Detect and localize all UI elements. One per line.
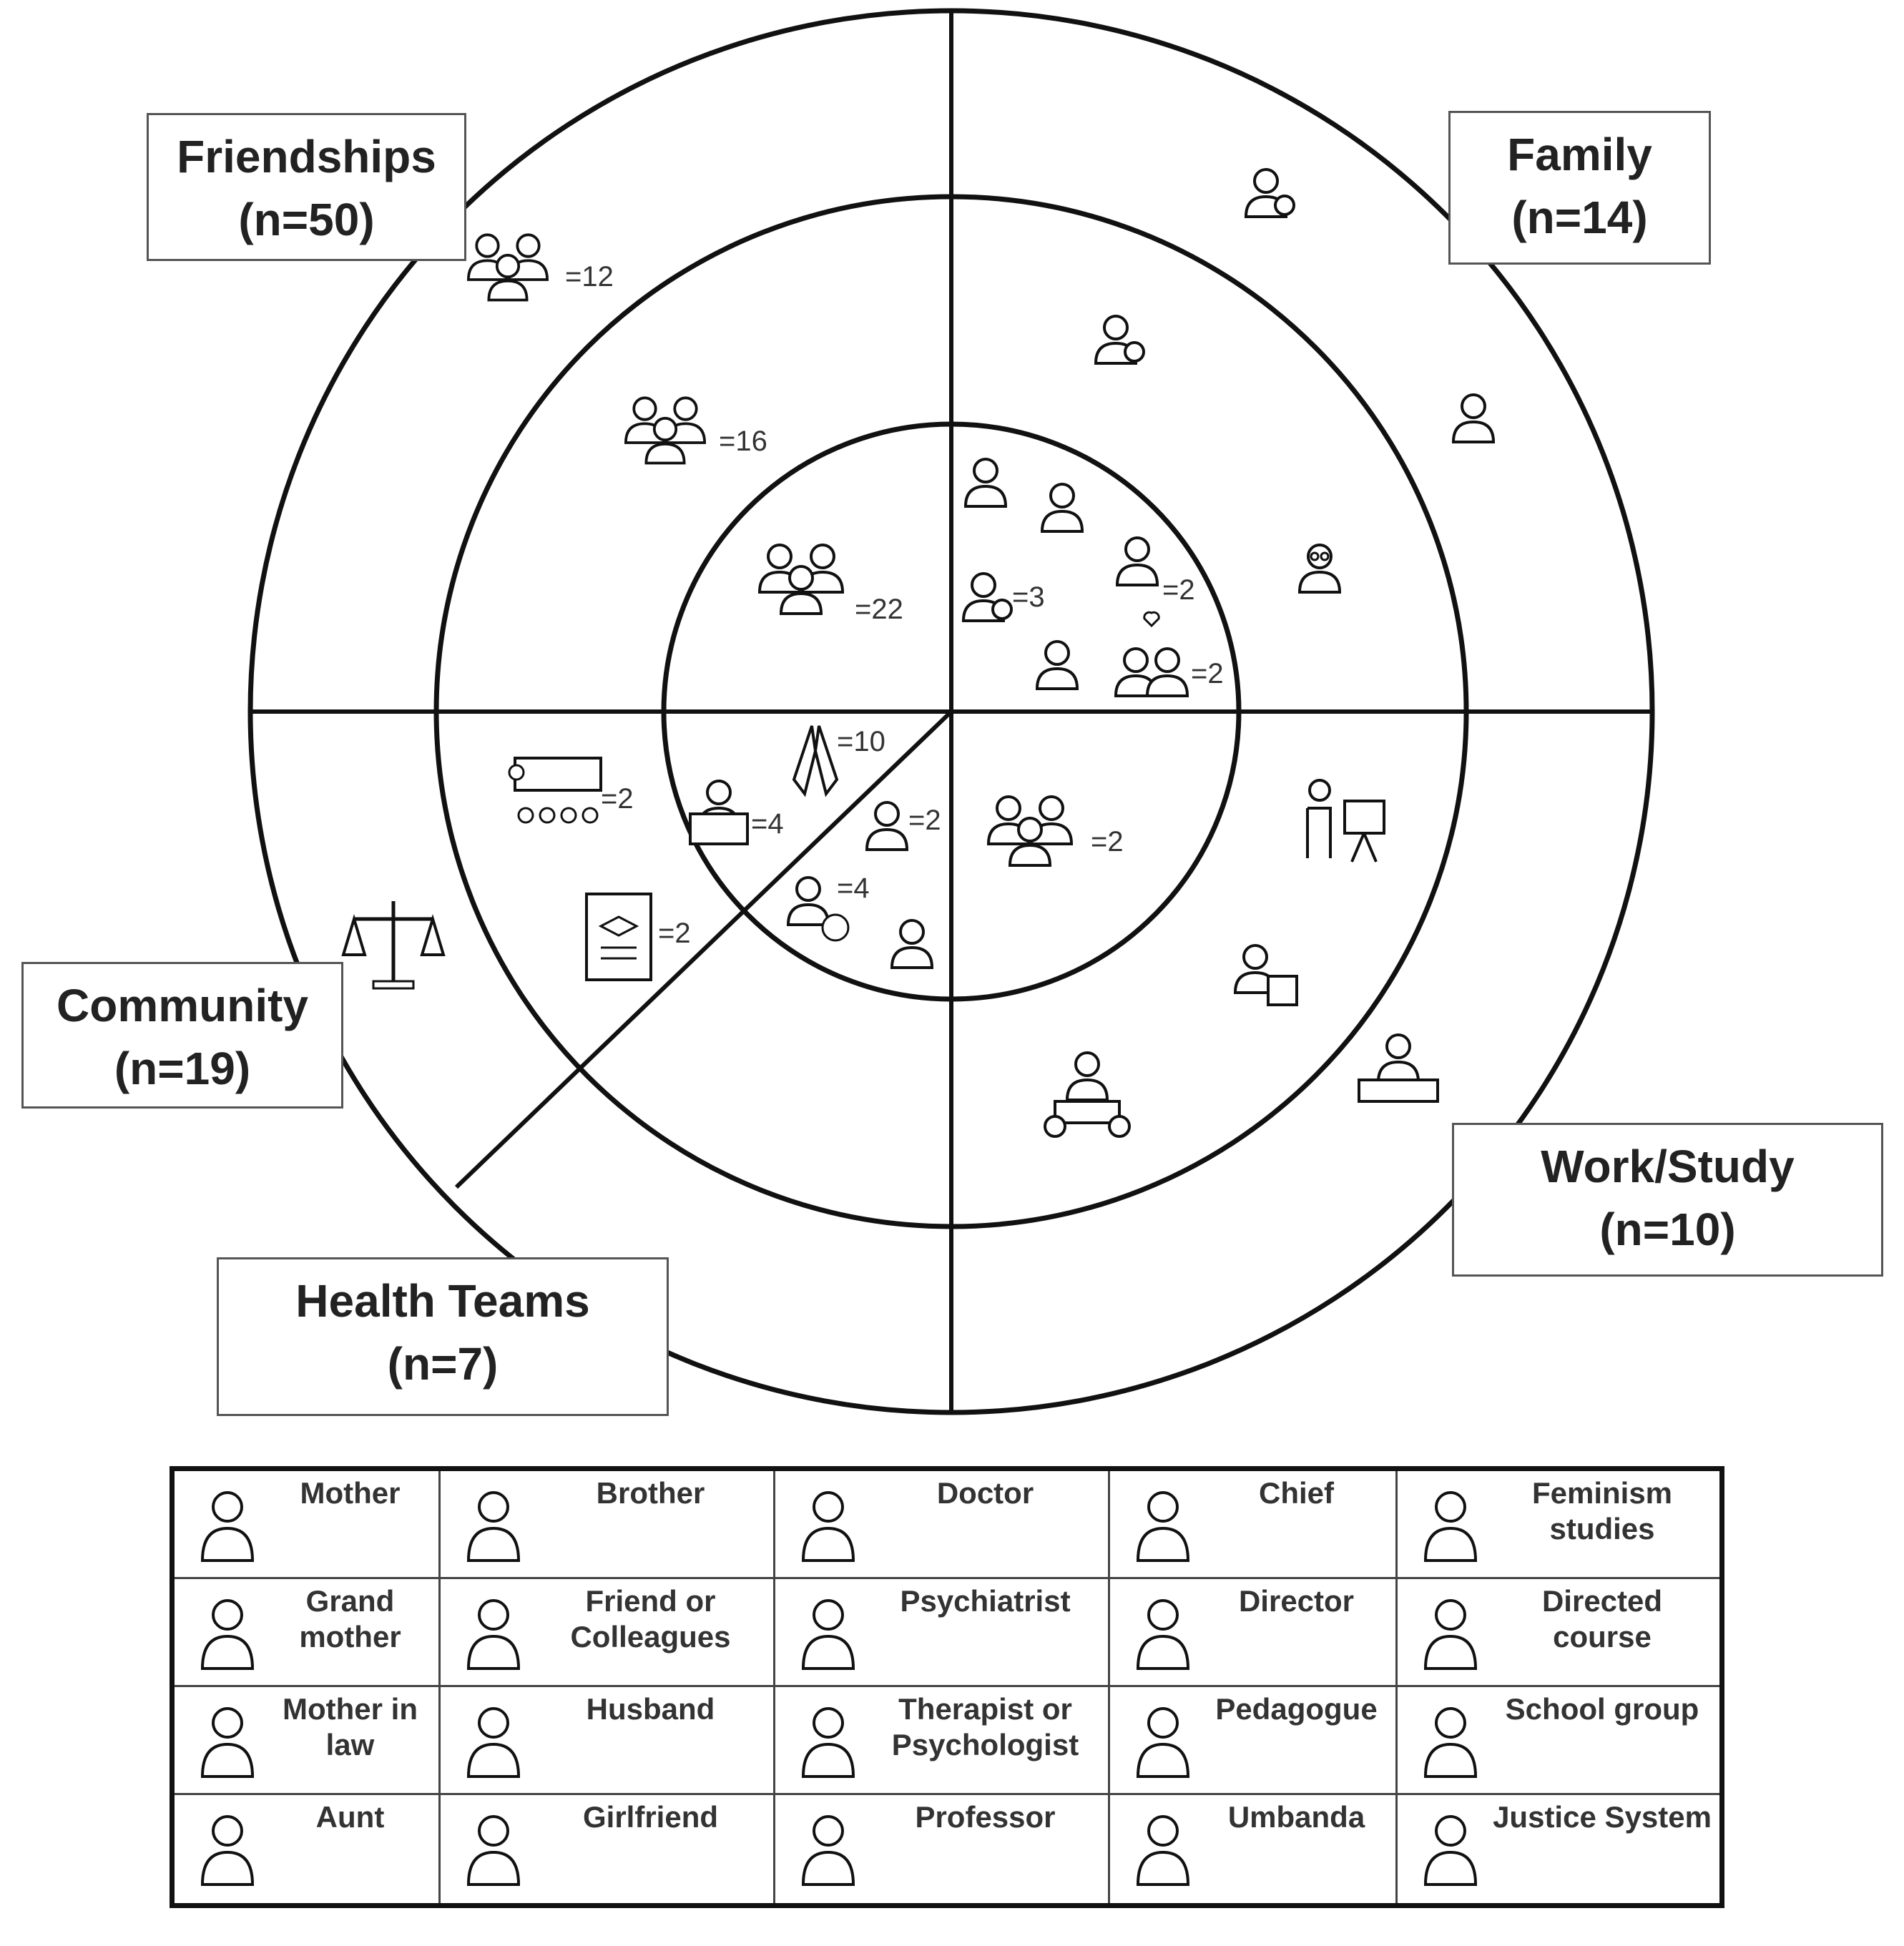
- friendships-count: (n=50): [238, 194, 375, 245]
- feminism-studies-icon: [689, 780, 749, 845]
- school-group-icon: [585, 893, 652, 981]
- professor-icon: [1306, 779, 1385, 863]
- community-count: (n=19): [114, 1043, 251, 1094]
- count-directed-course: =2: [601, 783, 634, 815]
- count-feminism: =4: [751, 808, 784, 840]
- legend-cell: Director: [1110, 1579, 1398, 1687]
- work-study-count: (n=10): [1599, 1204, 1736, 1255]
- legend-cell: Psychiatrist: [775, 1579, 1110, 1687]
- friendships-title: Friendships: [177, 131, 436, 182]
- legend-label: Friend or Colleagues: [570, 1584, 731, 1653]
- grandmother-icon: [1298, 544, 1341, 594]
- legend-cell: Husband: [441, 1687, 775, 1795]
- community-label: Community (n=19): [21, 962, 343, 1109]
- umbanda-icon: [792, 725, 839, 797]
- family-label: Family (n=14): [1448, 111, 1711, 265]
- community-title: Community: [57, 980, 308, 1031]
- count-mother-inner: =3: [1012, 581, 1045, 613]
- directed-course-icon: [508, 757, 602, 824]
- legend-label: Professor: [915, 1800, 1056, 1834]
- chief-icon: [1358, 1033, 1439, 1103]
- friends-group-icon: [626, 398, 705, 463]
- legend-table: Mother Brother Doctor Chief Feminism studies…: [170, 1466, 1724, 1908]
- legend-cell: Directed course: [1398, 1579, 1719, 1687]
- legend-cell: Justice System: [1398, 1795, 1719, 1903]
- mother-icon: [962, 572, 1013, 622]
- legend-label: Therapist or Psychologist: [891, 1692, 1079, 1761]
- count-doctor: =2: [908, 805, 941, 836]
- legend-label: Umbanda: [1227, 1800, 1365, 1834]
- mother-in-law-icon: [964, 458, 1007, 508]
- work-study-title: Work/Study: [1541, 1141, 1795, 1192]
- director-icon: [1044, 1051, 1131, 1138]
- count-friends-inner: =22: [855, 594, 903, 625]
- count-friends-outer: =12: [565, 261, 614, 293]
- legend-cell: Doctor: [775, 1471, 1110, 1579]
- legend-cell: Friend or Colleagues: [441, 1579, 775, 1687]
- legend-label: School group: [1505, 1692, 1699, 1726]
- family-title: Family: [1507, 129, 1652, 180]
- legend-cell: Girlfriend: [441, 1795, 775, 1903]
- legend-label: Doctor: [936, 1476, 1034, 1510]
- count-school-group: =2: [658, 918, 691, 949]
- pedagogue-icon: [1234, 944, 1298, 1006]
- legend-label: Aunt: [315, 1800, 385, 1834]
- legend-cell: Grand mother: [175, 1579, 441, 1687]
- work-study-label: Work/Study (n=10): [1452, 1123, 1883, 1277]
- therapist-icon: [787, 876, 850, 942]
- legend-label: Director: [1238, 1584, 1355, 1618]
- legend-cell: Chief: [1110, 1471, 1398, 1579]
- mother-icon: [1245, 168, 1295, 218]
- psychiatrist-icon: [890, 919, 933, 969]
- legend-label: Pedagogue: [1215, 1692, 1378, 1726]
- legend-cell: Therapist or Psychologist: [775, 1687, 1110, 1795]
- legend-label: Psychiatrist: [900, 1584, 1071, 1618]
- legend-label: Chief: [1259, 1476, 1334, 1510]
- legend-cell: Brother: [441, 1471, 775, 1579]
- count-therapist: =4: [837, 873, 870, 904]
- diagonal-divider: [454, 709, 953, 1189]
- aunt-icon: [1036, 640, 1079, 690]
- husband-icon: [1116, 536, 1159, 586]
- legend-label: Husband: [586, 1692, 715, 1726]
- legend-label: Brother: [596, 1476, 705, 1510]
- mother-icon: [1094, 315, 1145, 365]
- count-girlfriend-inner: =2: [1191, 658, 1224, 689]
- health-teams-label: Health Teams (n=7): [217, 1257, 669, 1416]
- legend-cell: Mother in law: [175, 1687, 441, 1795]
- friends-group-icon: [468, 235, 547, 300]
- brother-icon: [1452, 393, 1495, 443]
- count-husband-inner: =2: [1162, 574, 1195, 606]
- legend-cell: Feminism studies: [1398, 1471, 1719, 1579]
- health-teams-title: Health Teams: [295, 1275, 590, 1327]
- family-count: (n=14): [1511, 192, 1648, 243]
- legend-cell: Pedagogue: [1110, 1687, 1398, 1795]
- justice-system-icon: [341, 901, 446, 990]
- legend-cell: School group: [1398, 1687, 1719, 1795]
- legend-label: Directed course: [1541, 1584, 1663, 1653]
- brother-icon: [1041, 483, 1084, 533]
- doctor-icon: [865, 801, 908, 851]
- count-friends-middle: =16: [719, 426, 767, 457]
- friendships-label: Friendships (n=50): [147, 113, 466, 261]
- legend-cell: Professor: [775, 1795, 1110, 1903]
- legend-label: Grand mother: [299, 1584, 401, 1653]
- legend-cell: Mother: [175, 1471, 441, 1579]
- legend-cell: Umbanda: [1110, 1795, 1398, 1903]
- friends-group-icon: [760, 545, 843, 614]
- legend-label: Feminism studies: [1531, 1476, 1673, 1546]
- girlfriend-icon: [1114, 611, 1189, 697]
- legend-label: Justice System: [1493, 1800, 1712, 1834]
- legend-label: Mother in law: [283, 1692, 418, 1761]
- legend-label: Mother: [300, 1476, 401, 1510]
- count-work-friends: =2: [1091, 826, 1124, 857]
- legend-label: Girlfriend: [582, 1800, 719, 1834]
- health-teams-count: (n=7): [387, 1338, 499, 1390]
- count-umbanda: =10: [837, 726, 885, 757]
- friends-group-icon: [988, 797, 1071, 865]
- legend-cell: Aunt: [175, 1795, 441, 1903]
